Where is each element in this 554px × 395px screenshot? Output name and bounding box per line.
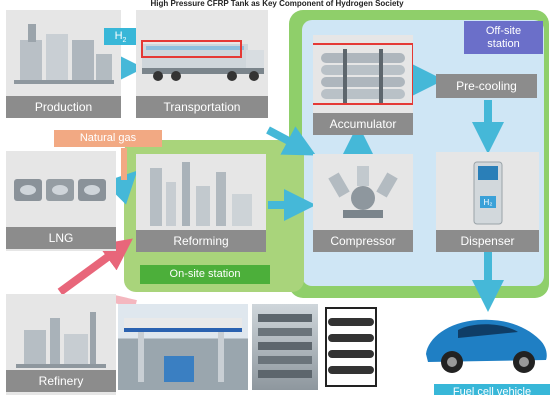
production-label: Production (6, 96, 121, 118)
refinery-plant-icon (16, 312, 106, 368)
compressor-icon (328, 166, 398, 218)
refinery-label: Refinery (6, 370, 116, 392)
off-site-station-label: Off-site station (464, 21, 543, 54)
tanker-truck-icon (141, 40, 264, 81)
cfrp-tank-rack-photo (322, 304, 380, 390)
on-site-station-label: On-site station (140, 265, 270, 284)
station-canopy-icon (124, 318, 242, 382)
compressor-box: Compressor (313, 154, 413, 252)
lng-box: LNG (6, 151, 116, 251)
accumulator-rack-photo (252, 304, 318, 390)
cfrp-tank-frame-icon (325, 307, 377, 387)
off-site-label-text: Off-site station (485, 25, 522, 50)
accumulator-box: Accumulator (313, 35, 413, 135)
accumulator-label: Accumulator (313, 113, 413, 135)
arrow-refinery-to-reforming (57, 238, 133, 296)
compressor-label: Compressor (313, 230, 413, 252)
dispenser-box: H₂ Dispenser (436, 152, 539, 252)
pre-cooling-label: Pre-cooling (436, 74, 537, 98)
h2-tag: H2 (104, 28, 137, 45)
lng-containers-icon (14, 179, 106, 201)
svg-text:H₂: H₂ (484, 198, 493, 207)
arrow-transport-to-compressor (266, 126, 317, 156)
hydrogen-dispenser-icon: H₂ (473, 161, 503, 225)
tank-rack-icon (258, 314, 312, 378)
reforming-plant-icon (150, 162, 252, 226)
reforming-box: Reforming (136, 154, 266, 252)
transportation-label: Transportation (136, 96, 268, 118)
natural-gas-tag: Natural gas (54, 130, 162, 147)
diagram-title: High Pressure CFRP Tank as Key Component… (150, 0, 404, 8)
transportation-box: Transportation (136, 10, 268, 118)
production-tanks-icon (14, 24, 114, 84)
dispenser-label: Dispenser (436, 230, 539, 252)
fuel-cell-vehicle-label: Fuel cell vehicle (434, 384, 550, 395)
reforming-label: Reforming (136, 230, 266, 252)
accumulator-tanks-icon (313, 43, 413, 105)
arrow-lng-to-reforming (103, 170, 138, 205)
production-box: Production (6, 10, 121, 118)
fuel-cell-vehicle-icon (426, 319, 547, 373)
lng-label: LNG (6, 227, 116, 249)
refinery-box: Refinery (6, 294, 116, 395)
onsite-station-photo (118, 304, 248, 390)
